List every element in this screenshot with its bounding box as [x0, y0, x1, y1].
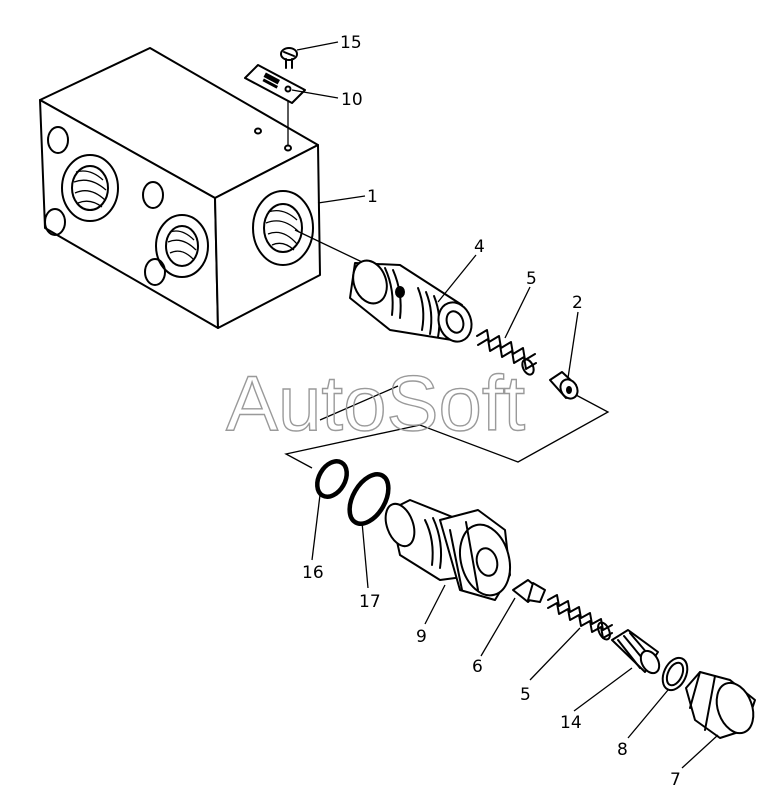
watermark-text: AutoSoft — [226, 359, 526, 447]
callout-15: 15 — [340, 33, 362, 53]
plug-2 — [549, 371, 579, 400]
adjust-screw-14 — [611, 629, 661, 675]
spool-4 — [294, 229, 473, 343]
callout-labels: 15 10 1 4 5 2 16 17 9 6 5 14 8 7 — [302, 33, 681, 790]
assembly-outline — [284, 385, 610, 469]
callout-2: 2 — [572, 293, 583, 313]
spring-5-lower — [547, 594, 613, 641]
callout-5-upper: 5 — [526, 269, 537, 289]
callout-4: 4 — [474, 237, 485, 257]
screw-15 — [280, 47, 298, 69]
poppet-6 — [512, 579, 546, 603]
leader-lines — [291, 41, 719, 769]
callout-5-lower: 5 — [520, 685, 531, 705]
spring-5-upper — [476, 329, 537, 376]
callout-10: 10 — [341, 90, 363, 110]
callout-6: 6 — [472, 657, 483, 677]
plate-10 — [244, 64, 306, 104]
callout-17: 17 — [359, 592, 381, 612]
callout-8: 8 — [617, 740, 628, 760]
callout-14: 14 — [560, 713, 582, 733]
valve-body-9 — [384, 499, 511, 601]
callout-9: 9 — [416, 627, 427, 647]
valve-block — [39, 47, 321, 329]
callout-1: 1 — [367, 187, 378, 207]
callout-16: 16 — [302, 563, 324, 583]
washer-8 — [661, 656, 689, 692]
cap-nut-7 — [685, 671, 756, 739]
callout-7: 7 — [670, 770, 681, 790]
o-ring-17 — [347, 472, 391, 526]
o-ring-16 — [315, 459, 349, 499]
